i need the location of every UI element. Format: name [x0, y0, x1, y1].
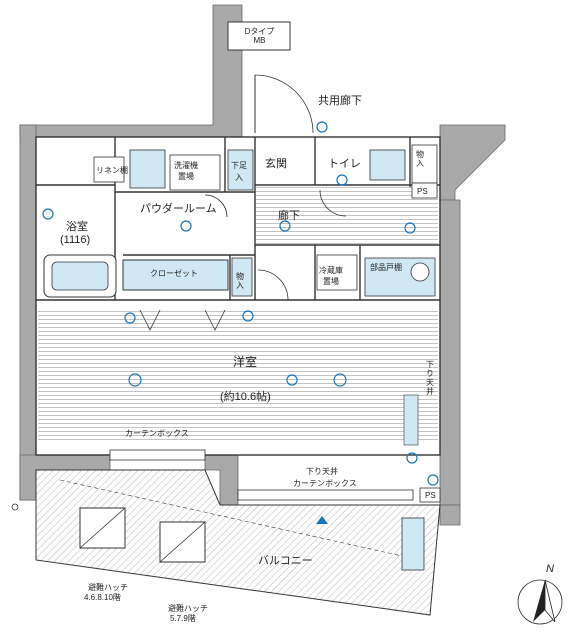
shoe-box-label-line1: 下足 — [231, 161, 247, 170]
electrical-symbols — [42, 121, 439, 486]
shared-corridor-label: 共用廊下 — [318, 95, 362, 107]
storage-west-label: 物入 — [236, 272, 244, 290]
curtain-box-bottom — [237, 489, 414, 501]
ps-lower-label: PS — [425, 491, 436, 500]
western-room-size-label: (約10.6帖) — [220, 391, 271, 403]
entrance-label: 玄関 — [265, 158, 287, 170]
western-room-floor — [38, 311, 438, 441]
bathroom-label: 浴室 — [66, 221, 88, 233]
ps-lower-box — [419, 487, 441, 503]
fridge-label-line2: 置場 — [323, 277, 339, 286]
sink-counter — [129, 149, 166, 189]
curtain-box-bottom-label: カーテンボックス — [293, 479, 357, 488]
inner-walls — [35, 136, 441, 456]
closet-doors — [139, 309, 161, 331]
western-room-label: 洋室 — [233, 355, 258, 369]
powder-room-label: パウダールーム — [140, 203, 217, 215]
hatch-left-label-line2: 4.6.8.10階 — [84, 593, 121, 602]
type-label-line2: MB — [253, 36, 266, 45]
ceiling-drop-bottom-label: 下り天井 — [306, 467, 338, 476]
north-label: N — [546, 563, 554, 575]
balcony — [35, 469, 441, 616]
shoe-box — [227, 149, 254, 191]
hallway-floor — [256, 187, 438, 244]
storage-toilet-label: 物入 — [416, 150, 424, 168]
outdoor-unit — [401, 517, 425, 571]
north-arrow — [517, 579, 563, 625]
washer-space — [169, 154, 221, 191]
linen-label: リネン棚 — [96, 166, 128, 175]
hatch-right-label-line2: 5.7.9階 — [170, 614, 196, 623]
linen-shelf — [93, 156, 125, 183]
ps-upper-box — [411, 182, 438, 199]
closet-fill — [122, 259, 229, 291]
storage-west — [231, 257, 253, 297]
washer-label-line1: 洗濯機 — [174, 161, 198, 170]
shoe-box-label-line2: 入 — [235, 173, 243, 182]
washer-label-line2: 置場 — [178, 172, 194, 181]
ps-upper-label: PS — [417, 187, 428, 196]
hatch-right-label-line1: 避難ハッチ — [168, 604, 208, 613]
fridge-label-line1: 冷蔵庫 — [319, 266, 343, 275]
hatch-left-label-line1: 避難ハッチ — [88, 583, 128, 592]
toilet-label: トイレ — [328, 158, 361, 170]
corridor-door-arc — [254, 74, 314, 134]
curtain-box-top-label: カーテンボックス — [125, 429, 189, 438]
balcony-label: バルコニー — [258, 555, 313, 567]
curtain-box-top — [109, 449, 206, 461]
window-right — [403, 394, 419, 446]
toilet-bowl — [369, 149, 406, 181]
type-label-line1: Dタイプ — [244, 27, 275, 36]
hallway-label: 廊下 — [278, 210, 300, 222]
ceiling-drop-right-label: 下り天井 — [426, 360, 434, 396]
fridge-space — [316, 254, 358, 291]
mb-box — [227, 21, 291, 51]
closet-label: クローゼット — [150, 269, 198, 278]
bathroom-size-label: (1116) — [60, 234, 91, 246]
kitchen-label: 部品戸棚 — [370, 263, 402, 272]
